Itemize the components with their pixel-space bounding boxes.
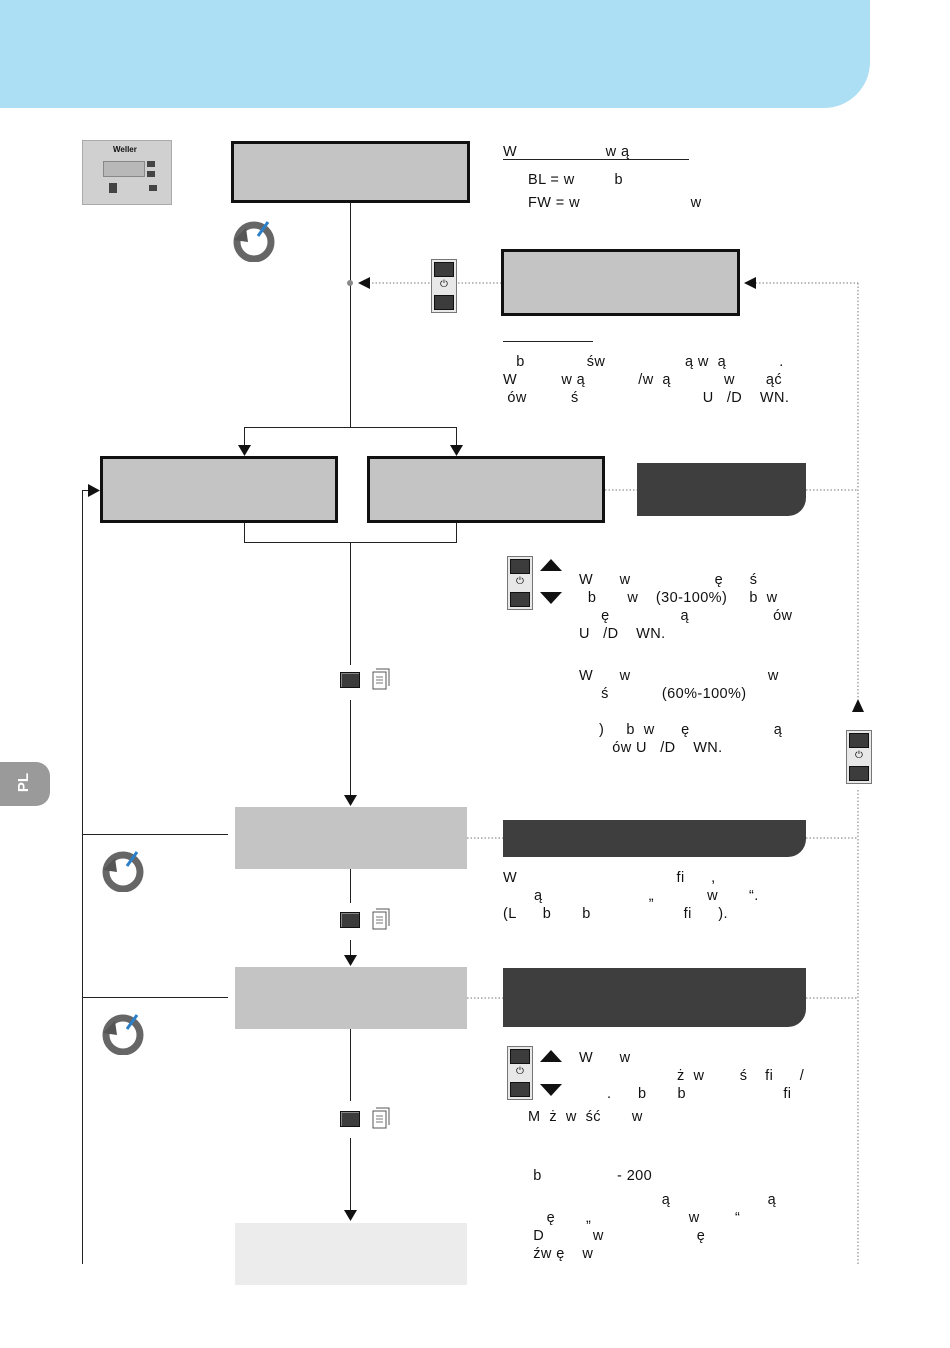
device-display — [103, 161, 145, 177]
return-line-left-top — [82, 490, 90, 491]
rotate-icon-3 — [102, 1014, 144, 1055]
select-power-icon: ⏻ — [516, 1066, 524, 1077]
document-icon-3 — [372, 1107, 390, 1129]
flow-split-left — [244, 427, 245, 449]
select-triangle-down-icon — [540, 1084, 562, 1096]
profile-display-box — [235, 807, 467, 869]
standby-display-box — [501, 249, 740, 316]
enter-key-icon — [340, 672, 360, 688]
loop-down-key — [849, 766, 869, 781]
arrow-down-right — [450, 445, 463, 456]
brightness-line-7: ) b w ę ą — [599, 722, 783, 738]
left-display-box — [100, 456, 338, 523]
merge-left — [244, 523, 245, 543]
select-line-6: ą ą — [520, 1192, 777, 1208]
select-line-3: . b b fi — [607, 1086, 792, 1102]
profile-line-1: W fi , — [503, 870, 716, 886]
loop-key-panel: ⏻ — [846, 730, 872, 784]
faded-display-box — [235, 1223, 467, 1285]
device-key-3 — [149, 185, 157, 191]
flow-line-3 — [350, 700, 351, 797]
profile-header — [503, 820, 806, 857]
profile-line-2: ą „ w “. — [503, 888, 759, 904]
brightness-power-icon: ⏻ — [516, 576, 524, 587]
header-band — [0, 0, 870, 108]
enter-key-icon-3 — [340, 1111, 360, 1127]
enter-key-icon-2 — [340, 912, 360, 928]
flow-line-6 — [350, 1029, 351, 1101]
select-header — [503, 968, 806, 1027]
separator-2 — [82, 997, 228, 998]
loop-power-icon: ⏻ — [855, 750, 863, 761]
info-title-underline — [503, 159, 689, 160]
brightness-line-2: b w (30-100%) b w — [579, 590, 778, 606]
select-line-9: źw ę w — [520, 1246, 594, 1262]
brightness-down-key — [510, 592, 530, 607]
arrow-down-final — [344, 1210, 357, 1221]
language-tab: PL — [0, 762, 50, 806]
down-key — [434, 295, 454, 310]
flow-line-7 — [350, 1138, 351, 1211]
brightness-header — [637, 463, 806, 516]
brightness-line-3: ę ą ów — [579, 608, 793, 624]
brightness-line-8: ów U /D WN. — [599, 740, 723, 756]
select-line-7: ę „ w “ — [520, 1210, 741, 1226]
device-brand: Weller — [113, 145, 137, 154]
triangle-up-icon — [540, 559, 562, 571]
device-panel-image: Weller — [82, 140, 172, 205]
brightness-line-6: ś (60%-100%) — [579, 686, 747, 702]
standby-key-panel: ⏻ — [431, 259, 457, 313]
return-line-left — [82, 490, 83, 1264]
device-key-1 — [147, 161, 155, 167]
merge-right — [456, 523, 457, 543]
brightness-key-panel: ⏻ — [507, 556, 533, 610]
info-title: W w ą — [503, 144, 630, 160]
select-display-box — [235, 967, 467, 1029]
right-display-box — [367, 456, 605, 523]
select-line-8: D w ę — [520, 1228, 706, 1244]
note-line-3: ów ś U /D WN. — [503, 390, 790, 406]
rotate-icon — [233, 221, 275, 262]
info-line-2: FW = w w — [528, 195, 702, 211]
top-display-box — [231, 141, 470, 203]
loop-up-key — [849, 733, 869, 748]
brightness-line-4: U /D WN. — [579, 626, 666, 642]
document-icon — [372, 668, 390, 690]
select-line-4: M ż w ść w — [528, 1109, 643, 1125]
select-down-key — [510, 1082, 530, 1097]
up-key — [434, 262, 454, 277]
brightness-line-5: W w w — [579, 668, 779, 684]
arrow-down-left — [238, 445, 251, 456]
info-line-1: BL = w b — [528, 172, 623, 188]
note-line-2: W w ą /w ą w ąć — [503, 372, 783, 388]
device-key-2 — [147, 171, 155, 177]
select-triangle-up-icon — [540, 1050, 562, 1062]
arrow-right-return — [88, 484, 100, 497]
arrow-down-select — [344, 955, 357, 966]
select-line-1: W w — [579, 1050, 631, 1066]
rotate-icon-2 — [102, 851, 144, 892]
flow-line-2 — [350, 542, 351, 665]
note-line-1: b św ą w ą . — [503, 354, 784, 370]
select-line-5: b - 200 — [520, 1168, 653, 1184]
flow-line-4 — [350, 869, 351, 903]
device-socket — [109, 183, 117, 193]
power-icon: ⏻ — [440, 279, 448, 290]
profile-line-3: (L b b fi ). — [503, 906, 728, 922]
flow-split-right — [456, 427, 457, 449]
note-rule — [503, 341, 593, 342]
triangle-down-icon — [540, 592, 562, 604]
arrow-down-profile — [344, 795, 357, 806]
flow-line-1 — [350, 203, 351, 427]
brightness-up-key — [510, 559, 530, 574]
flow-line-5 — [350, 940, 351, 957]
select-key-panel: ⏻ — [507, 1046, 533, 1100]
select-up-key — [510, 1049, 530, 1064]
separator-1 — [82, 834, 228, 835]
flow-split — [244, 427, 457, 428]
select-line-2: ż w ś fi / — [677, 1068, 805, 1084]
brightness-line-1: W w ę ś — [579, 572, 758, 588]
document-icon-2 — [372, 908, 390, 930]
